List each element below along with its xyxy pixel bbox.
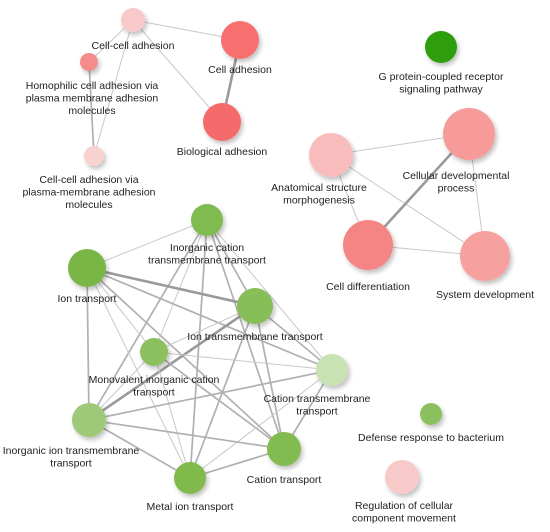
edge-ion_transport-cation_transport: [86, 267, 285, 450]
edge-ion_transport-cation_tm: [86, 267, 333, 371]
node-cation_tm[interactable]: [316, 354, 348, 386]
node-label-cellcell: Cell-cell adhesion: [92, 40, 175, 52]
edge-monovalent-cation_transport: [153, 351, 285, 450]
node-label-line: Ion transport: [58, 293, 117, 305]
node-label-line: System development: [436, 289, 534, 301]
node-label-line: transport: [296, 406, 338, 418]
edge-cellcell_top-cellcell_pm: [93, 19, 134, 157]
edge-inorg_cat_tm-ion_transport: [86, 219, 208, 269]
edge-ion_transport-metal_ion: [86, 267, 191, 479]
node-label-line: Cell adhesion: [208, 64, 272, 76]
node-label-line: component movement: [352, 513, 456, 525]
edge-monovalent-metal_ion: [153, 351, 191, 479]
node-label-line: transport: [133, 387, 175, 399]
edge-inorg_cat_tm-cation_tm: [206, 219, 333, 371]
edge-inorg_ion_tm-cation_transport: [88, 419, 285, 450]
edge-anat-sys_dev: [330, 154, 486, 257]
node-label-metal_ion: Metal ion transport: [147, 501, 234, 513]
node-monovalent[interactable]: [140, 338, 168, 366]
edge-ion_tm-cation_transport: [254, 305, 285, 450]
node-label-line: Homophilic cell adhesion via: [26, 80, 159, 92]
node-label-line: Defense response to bacterium: [358, 432, 504, 444]
node-label-line: Metal ion transport: [147, 501, 234, 513]
node-sys_dev[interactable]: [460, 231, 510, 281]
node-cell_dev[interactable]: [443, 108, 495, 160]
node-label-line: Cell-cell adhesion via: [39, 174, 138, 186]
node-defense[interactable]: [420, 403, 442, 425]
node-label-line: transmembrane transport: [148, 255, 266, 267]
node-ion_tm[interactable]: [237, 288, 273, 324]
node-label-line: process: [438, 183, 475, 195]
node-label-line: Ion transmembrane transport: [187, 331, 322, 343]
node-label-bio_adhesion: Biological adhesion: [177, 146, 268, 158]
node-label-line: Biological adhesion: [177, 146, 268, 158]
node-cation_transport[interactable]: [267, 432, 301, 466]
node-cell_diff[interactable]: [343, 220, 393, 270]
node-label-line: signaling pathway: [399, 84, 483, 96]
edge-inorg_cat_tm-inorg_ion_tm: [88, 219, 208, 421]
node-label-line: Cellular developmental: [403, 170, 510, 182]
node-gpcr[interactable]: [425, 31, 457, 63]
node-label-defense: Defense response to bacterium: [358, 432, 504, 444]
node-cell_adhesion[interactable]: [221, 21, 259, 59]
node-label-cell_diff: Cell differentiation: [326, 281, 410, 293]
node-label-line: plasma-membrane adhesion: [22, 187, 155, 199]
node-cellcell_top[interactable]: [121, 8, 145, 32]
node-label-line: G protein-coupled receptor: [379, 71, 504, 83]
node-metal_ion[interactable]: [174, 462, 206, 494]
node-anat[interactable]: [309, 133, 353, 177]
node-label-line: molecules: [65, 199, 112, 211]
node-label-line: transport: [50, 458, 92, 470]
node-label-line: Regulation of cellular: [355, 500, 454, 512]
node-label-line: Cell-cell adhesion: [92, 40, 175, 52]
edge-inorg_ion_tm-metal_ion: [88, 419, 191, 479]
node-label-line: Inorganic ion transmembrane: [3, 445, 140, 457]
edge-homophilic-cellcell_pm: [88, 61, 95, 157]
node-regulation[interactable]: [385, 460, 419, 494]
node-label-ion_transport: Ion transport: [58, 293, 117, 305]
node-label-sys_dev: System development: [436, 289, 534, 301]
edge-monovalent-cation_tm: [153, 351, 333, 371]
node-inorg_ion_tm[interactable]: [72, 403, 106, 437]
node-label-line: Cell differentiation: [326, 281, 410, 293]
edge-ion_tm-inorg_ion_tm: [88, 304, 256, 422]
node-label-line: Cation transmembrane: [264, 393, 371, 405]
node-label-cell_adhesion: Cell adhesion: [208, 64, 272, 76]
node-label-line: Monovalent inorganic cation: [89, 374, 220, 386]
node-label-ion_tm: Ion transmembrane transport: [187, 331, 322, 343]
node-label-line: Anatomical structure: [271, 182, 367, 194]
nodes-layer: [68, 8, 510, 494]
edge-ion_transport-inorg_ion_tm: [86, 267, 90, 421]
node-bio_adhesion[interactable]: [203, 103, 241, 141]
node-inorg_cat_tm[interactable]: [191, 204, 223, 236]
edge-ion_transport-ion_tm: [86, 266, 256, 308]
node-homophilic[interactable]: [80, 53, 98, 71]
node-ion_transport[interactable]: [68, 249, 106, 287]
node-label-cation_transport: Cation transport: [247, 474, 322, 486]
node-label-line: plasma membrane adhesion: [26, 93, 159, 105]
edge-cation_tm-inorg_ion_tm: [88, 369, 333, 421]
node-label-line: Cation transport: [247, 474, 322, 486]
edge-ion_tm-monovalent: [153, 305, 256, 353]
edge-cation_tm-metal_ion: [189, 369, 333, 479]
node-label-line: morphogenesis: [283, 195, 355, 207]
node-label-line: Inorganic cation: [170, 242, 244, 254]
node-cellcell_pm[interactable]: [84, 146, 104, 166]
node-label-line: molecules: [68, 105, 115, 117]
edge-inorg_cat_tm-monovalent: [153, 219, 208, 353]
edge-cellcell_top-bio_adhesion: [132, 19, 223, 123]
